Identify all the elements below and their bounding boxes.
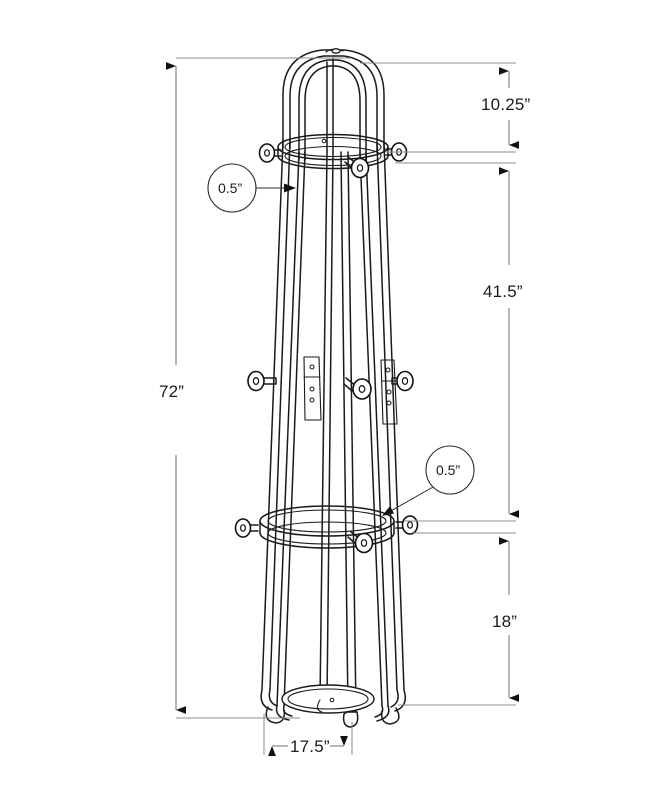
mid-height-hooks	[247, 370, 414, 400]
callout-upper-post: 0.5”	[207, 163, 296, 213]
bottom-section-label: 18”	[492, 612, 517, 631]
callout-lower-shelf: 0.5”	[382, 445, 475, 516]
top-dome-arches	[282, 48, 385, 161]
lower-callout-label: 0.5”	[436, 462, 460, 478]
coat-rack-illustration	[234, 48, 419, 728]
dimension-middle-section: 41.5”	[395, 162, 523, 522]
upper-callout-label: 0.5”	[218, 180, 242, 196]
dimension-bottom-section: 18”	[398, 532, 519, 706]
dimension-base-width: 17.5”	[263, 714, 353, 756]
lower-shelf-ring	[259, 505, 395, 549]
middle-section-label: 41.5”	[483, 282, 523, 301]
mid-splice-plates	[303, 356, 398, 425]
overall-height-label: 72”	[159, 382, 184, 401]
dimension-overall-height: 72”	[159, 57, 350, 719]
base-assembly	[260, 684, 407, 728]
top-section-label: 10.25”	[481, 95, 531, 114]
base-width-label: 17.5”	[290, 737, 330, 756]
vertical-posts	[261, 139, 405, 713]
dimension-top-section: 10.25”	[360, 62, 531, 153]
